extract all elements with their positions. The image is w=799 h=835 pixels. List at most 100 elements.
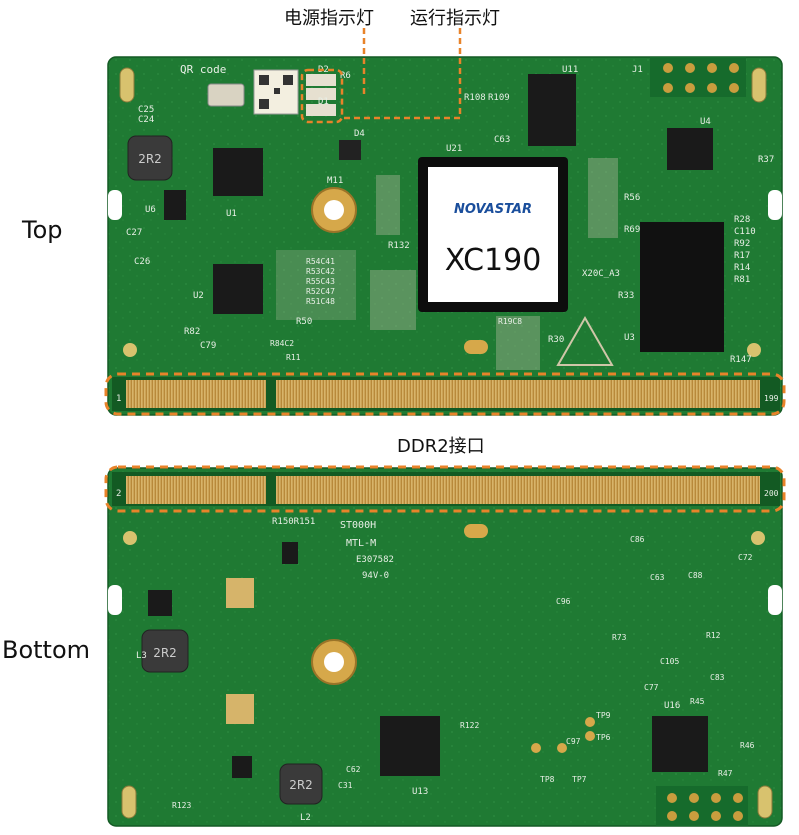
ref-u11: U11 <box>562 65 578 75</box>
ref-r108: R108 <box>464 93 486 103</box>
header-j1 <box>650 57 746 97</box>
top-board: QR code 2R2 <box>107 56 783 416</box>
mark-mtl-m: MTL-M <box>346 538 376 549</box>
mark-r73: R73 <box>612 633 627 642</box>
chip-model: XC190 <box>445 243 542 278</box>
mark-tp7: TP7 <box>572 775 587 784</box>
mark-tp9: TP9 <box>596 711 611 720</box>
ref-u1: U1 <box>226 209 237 219</box>
mark-u13: U13 <box>412 787 428 797</box>
ref-r50: R50 <box>296 317 312 327</box>
ref-u6: U6 <box>145 205 156 215</box>
inductor-l3-label: 2R2 <box>153 646 177 660</box>
ref-u21: U21 <box>446 144 462 154</box>
bottom-header <box>656 786 748 826</box>
ref-c110: C110 <box>734 227 756 237</box>
top-pin-end: 199 <box>764 394 779 403</box>
ref-r56: R56 <box>624 193 640 203</box>
ref-d1: D1 <box>318 97 329 107</box>
bottom-edge-connector: 2 200 <box>112 472 780 506</box>
bottom-board: 2 200 2R2 2R2 R1 <box>107 467 783 827</box>
ref-r132: R132 <box>388 241 410 251</box>
mark-r12: R12 <box>706 631 721 640</box>
ddr-bottom-highlight <box>104 465 786 513</box>
top-edge-connector: 1 199 <box>112 377 780 411</box>
ref-j1: J1 <box>632 65 643 75</box>
ref-x20c: X20C_A3 <box>582 269 620 279</box>
mark-c63: C63 <box>650 573 665 582</box>
ref-r55c43: R55C43 <box>306 277 335 286</box>
ref-u2: U2 <box>193 291 204 301</box>
qr-text: QR code <box>180 63 226 76</box>
ref-r109: R109 <box>488 93 510 103</box>
ref-r30: R30 <box>548 335 564 345</box>
ref-r28: R28 <box>734 215 750 225</box>
mark-c72: C72 <box>738 553 753 562</box>
mark-r123: R123 <box>172 801 191 810</box>
ddr-interface-label: DDR2接口 <box>397 436 485 457</box>
ref-c26: C26 <box>134 257 150 267</box>
ref-r92: R92 <box>734 239 750 249</box>
mark-r45: R45 <box>690 697 705 706</box>
mark-c62: C62 <box>346 765 361 774</box>
mark-c88: C88 <box>688 571 703 580</box>
top-pin-start: 1 <box>116 394 121 404</box>
mark-94v0: 94V-0 <box>362 571 389 581</box>
ref-r51c48: R51C48 <box>306 297 335 306</box>
mark-st000h: ST000H <box>340 520 376 531</box>
ref-c63: C63 <box>494 135 510 145</box>
ref-r37: R37 <box>758 155 774 165</box>
ref-r33: R33 <box>618 291 634 301</box>
ref-r82: R82 <box>184 327 200 337</box>
mark-c96: C96 <box>556 597 571 606</box>
mark-tp8: TP8 <box>540 775 555 784</box>
run-led-label: 运行指示灯 <box>410 8 500 29</box>
ref-u3: U3 <box>624 333 635 343</box>
mark-r46: R46 <box>740 741 755 750</box>
mark-r47: R47 <box>718 769 733 778</box>
mark-u16: U16 <box>664 701 680 711</box>
mark-c97: C97 <box>566 737 581 746</box>
ref-r81: R81 <box>734 275 750 285</box>
ref-r52c47: R52C47 <box>306 287 335 296</box>
ref-r19c8: R19C8 <box>498 317 522 326</box>
chip-brand: NOVASTAR <box>454 202 532 217</box>
inductor-l2-label: 2R2 <box>289 778 313 792</box>
ref-r17: R17 <box>734 251 750 261</box>
label-top: Top <box>22 216 63 244</box>
ref-d4: D4 <box>354 129 365 139</box>
mark-c31: C31 <box>338 781 353 790</box>
ref-c24: C24 <box>138 115 154 125</box>
ref-u4: U4 <box>700 117 711 127</box>
mark-c83: C83 <box>710 673 725 682</box>
ref-r53c42: R53C42 <box>306 267 335 276</box>
ref-r54c41: R54C41 <box>306 257 335 266</box>
ref-r69: R69 <box>624 225 640 235</box>
mark-l3: L3 <box>136 651 147 661</box>
mark-r150r151: R150R151 <box>272 517 315 527</box>
label-bottom: Bottom <box>2 636 91 664</box>
mark-r122: R122 <box>460 721 479 730</box>
power-led-label: 电源指示灯 <box>284 8 374 29</box>
mark-c105: C105 <box>660 657 679 666</box>
mark-c77: C77 <box>644 683 659 692</box>
bottom-pin-start: 2 <box>116 489 121 499</box>
mark-e307582: E307582 <box>356 555 394 565</box>
ddr-top-highlight <box>104 372 786 416</box>
led-callout <box>300 28 462 124</box>
ref-c27: C27 <box>126 228 142 238</box>
mark-l2: L2 <box>300 813 311 823</box>
ref-r147: R147 <box>730 355 752 365</box>
ref-r14: R14 <box>734 263 750 273</box>
ref-m11: M11 <box>327 176 343 186</box>
ref-r84c2: R84C2 <box>270 339 294 348</box>
mark-c86: C86 <box>630 535 645 544</box>
ref-r6: R6 <box>340 71 351 81</box>
ref-c25: C25 <box>138 105 154 115</box>
mark-tp6: TP6 <box>596 733 611 742</box>
bottom-pin-end: 200 <box>764 489 779 498</box>
main-chip: NOVASTAR XC190 <box>418 157 568 312</box>
ref-r11: R11 <box>286 353 301 362</box>
ref-c79: C79 <box>200 341 216 351</box>
